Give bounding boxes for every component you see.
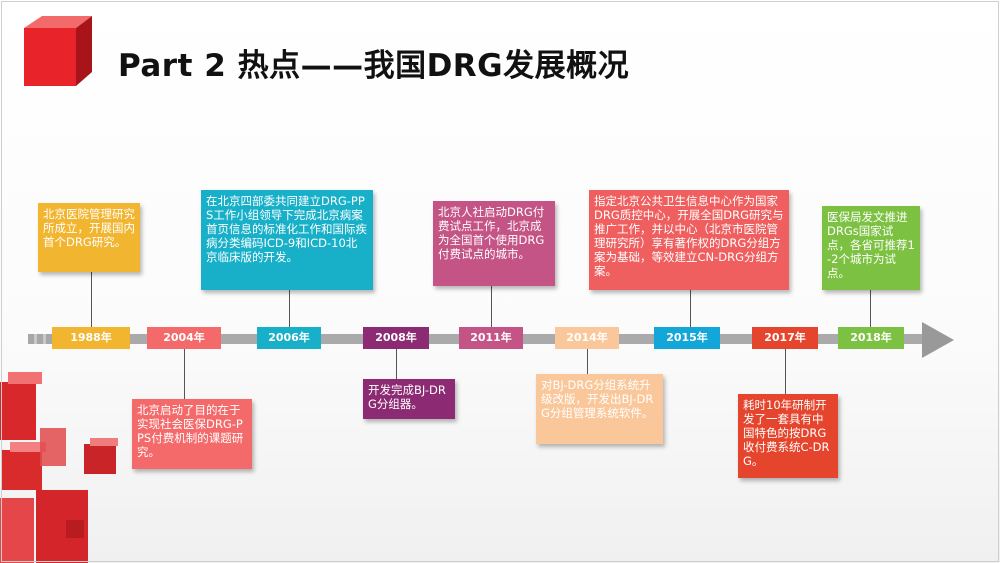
year-badge-2015: 2015年: [654, 327, 720, 349]
connector-2008: [396, 349, 397, 379]
year-badge-2008: 2008年: [363, 327, 429, 349]
year-badge-2017: 2017年: [752, 327, 818, 349]
cube-cluster-decoration: [0, 372, 130, 563]
event-box-2011: 北京人社启动DRG付费试点工作，北京成为全国首个使用DRG付费试点的城市。: [433, 201, 555, 286]
page-title: Part 2 热点——我国DRG发展概况: [118, 40, 629, 85]
year-badge-2014: 2014年: [555, 327, 619, 349]
connector-2011: [491, 286, 492, 327]
event-box-2014: 对BJ-DRG分组系统升级改版，开发出BJ-DRG分组管理系统软件。: [536, 374, 663, 444]
connector-2015: [690, 290, 691, 327]
connector-2017: [785, 349, 786, 394]
connector-2004: [184, 349, 185, 399]
year-badge-2006: 2006年: [257, 327, 321, 349]
event-box-2015: 指定北京公共卫生信息中心作为国家DRG质控中心，开展全国DRG研究与推广工作，并…: [589, 190, 789, 290]
connector-2018: [870, 290, 871, 327]
event-box-2004: 北京启动了目的在于实现社会医保DRG-PPS付费机制的课题研究。: [132, 399, 252, 469]
year-badge-2011: 2011年: [459, 327, 523, 349]
year-badge-2004: 2004年: [147, 327, 221, 349]
timeline-arrow-icon: [922, 322, 954, 358]
connector-2014: [587, 349, 588, 374]
year-badge-1988: 1988年: [52, 327, 130, 349]
connector-2006: [289, 290, 290, 327]
event-box-2006: 在北京四部委共同建立DRG-PPS工作小组领导下完成北京病案首页信息的标准化工作…: [201, 190, 373, 290]
event-box-2017: 耗时10年研制开发了一套具有中国特色的按DRG收付费系统C-DRG。: [738, 394, 838, 478]
connector-1988: [91, 272, 92, 327]
event-box-2018: 医保局发文推进DRGs国家试点，各省可推荐1-2个城市为试点。: [822, 206, 920, 290]
red-cube-decoration: [8, 12, 94, 94]
event-box-1988: 北京医院管理研究所成立，开展国内首个DRG研究。: [38, 203, 140, 272]
year-badge-2018: 2018年: [838, 327, 904, 349]
event-box-2008: 开发完成BJ-DRG分组器。: [363, 379, 455, 419]
